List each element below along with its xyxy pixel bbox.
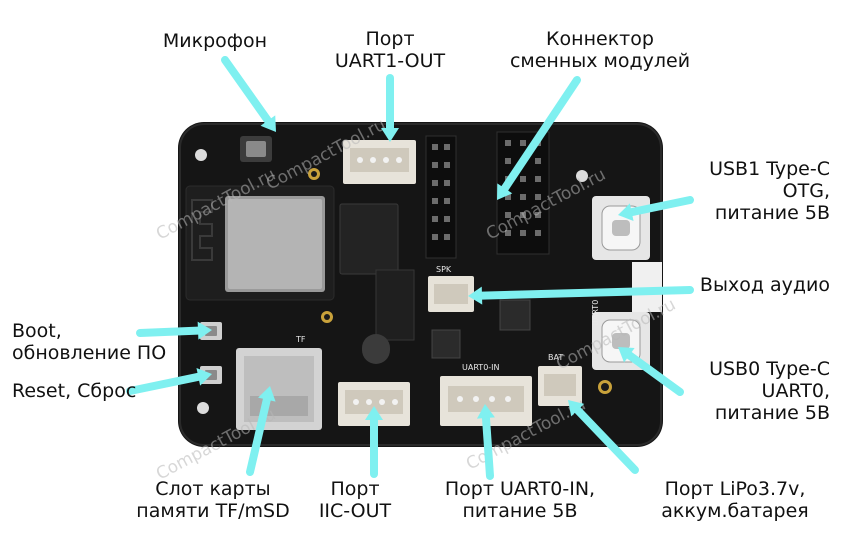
- label-boot-line2: обновление ПО: [12, 342, 167, 364]
- arrow-audio-out-shaft: [477, 286, 694, 300]
- mounting-holes: [195, 149, 612, 414]
- arrow-boot-shaft: [136, 326, 203, 337]
- arrow-sd-slot-head: [258, 386, 276, 402]
- arrow-usb0-head: [618, 347, 635, 363]
- label-sd-line2: памяти TF/mSD: [136, 500, 290, 522]
- uart0-in-mark: UART0-IN: [462, 363, 500, 372]
- label-audio-text: Выход аудио: [699, 274, 830, 296]
- arrow-uart1-out-head: [381, 128, 399, 142]
- audio-out-connector: SPK: [428, 265, 474, 312]
- label-usb0-line3: питание 5В: [714, 402, 830, 424]
- arrow-usb1-head: [618, 203, 634, 221]
- arrow-uart0-in-head: [476, 404, 495, 419]
- label-sd-line1: Слот карты: [155, 478, 271, 500]
- label-iic-line1: Порт: [330, 478, 380, 500]
- callout-arrows: [126, 56, 694, 480]
- label-lipo: Порт LiPo3.7v, аккум.батарея: [640, 478, 830, 522]
- label-uart0-in: Порт UART0-IN, питание 5В: [420, 478, 620, 522]
- arrow-boot-head: [197, 321, 212, 340]
- label-reset: Reset, Сброс: [12, 380, 162, 402]
- central-ics: [339, 203, 531, 364]
- arrow-microphone-head: [260, 115, 276, 132]
- label-iic-line2: IIC-OUT: [318, 500, 392, 522]
- tf-mark: TF: [295, 335, 306, 344]
- arrow-reset-head: [196, 368, 212, 386]
- label-usb0-line1: USB0 Type-C: [709, 358, 830, 380]
- label-usb1: USB1 Type-C OTG, питание 5В: [660, 158, 830, 224]
- esp32-module: [185, 185, 335, 301]
- label-uart0-line1: Порт UART0-IN,: [444, 478, 596, 500]
- uart0-mark: UART0: [591, 300, 600, 326]
- bat-mark: BAT: [548, 353, 563, 362]
- arrow-lipo-shaft: [573, 406, 639, 474]
- label-usb1-line3: питание 5В: [714, 202, 830, 224]
- arrow-sd-slot-shaft: [246, 395, 271, 476]
- label-audio-out: Выход аудио: [660, 274, 830, 296]
- uart0-in-connector: UART0-IN: [440, 363, 532, 426]
- arrow-lipo-head: [568, 400, 585, 417]
- arrow-uart0-in-shaft: [481, 413, 494, 480]
- label-iic-out: Порт IIC-OUT: [300, 478, 410, 522]
- arrow-iic-out-head: [365, 406, 383, 420]
- uart1-out-connector: [343, 140, 416, 184]
- label-microphone: Микрофон: [150, 30, 280, 52]
- arrow-reset-shaft: [126, 372, 203, 395]
- label-module-line1: Коннектор: [546, 28, 654, 50]
- arrow-module-connector-head: [497, 183, 513, 200]
- tf-card-slot: TF: [236, 335, 322, 430]
- label-usb1-line2: OTG,: [782, 180, 830, 202]
- label-module-line2: сменных модулей: [509, 50, 691, 72]
- label-sd-slot: Слот карты памяти TF/mSD: [118, 478, 308, 522]
- label-microphone-text: Микрофон: [162, 30, 268, 52]
- label-uart1-line1: Порт: [365, 28, 415, 50]
- label-module-connector: Коннектор сменных модулей: [500, 28, 700, 72]
- spk-mark: SPK: [436, 265, 452, 274]
- label-boot: Boot, обновление ПО: [12, 320, 172, 364]
- arrow-audio-out-head: [468, 286, 483, 305]
- arrow-usb0-shaft: [625, 351, 684, 396]
- label-usb0: USB0 Type-C UART0, питание 5В: [660, 358, 830, 424]
- label-uart1-out: Порт UART1-OUT: [315, 28, 465, 72]
- usb1-typec-port: [592, 196, 650, 260]
- label-lipo-line2: аккум.батарея: [661, 500, 809, 522]
- arrow-microphone-shaft: [221, 56, 272, 125]
- arrow-usb1-shaft: [627, 196, 694, 217]
- label-uart1-line2: UART1-OUT: [334, 50, 446, 72]
- label-reset-text: Reset, Сброс: [12, 380, 137, 402]
- label-usb0-line2: UART0,: [761, 380, 830, 402]
- label-usb1-line1: USB1 Type-C: [709, 158, 830, 180]
- lipo-bat-connector: BAT: [538, 353, 582, 406]
- label-uart0-line2: питание 5В: [462, 500, 578, 522]
- label-boot-line1: Boot,: [12, 320, 62, 342]
- label-lipo-line1: Порт LiPo3.7v,: [664, 478, 806, 500]
- arrow-module-connector-shaft: [500, 76, 581, 193]
